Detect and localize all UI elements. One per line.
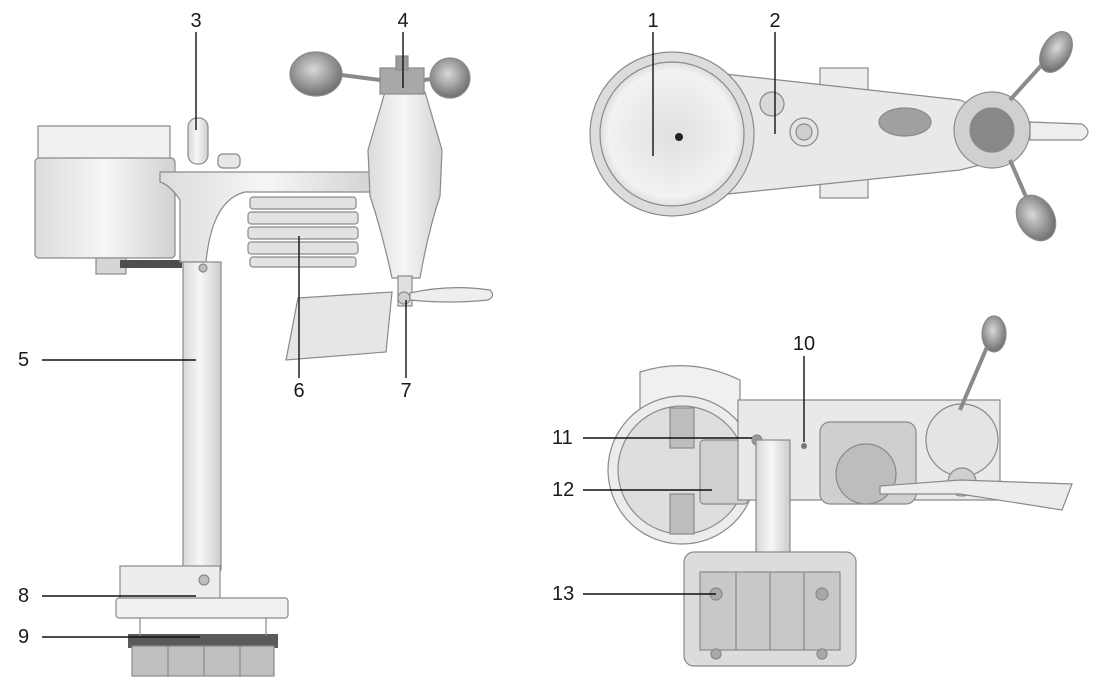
callout-6: 6 (293, 380, 305, 402)
rain-funnel (599, 61, 745, 207)
anemometer-cups (289, 51, 471, 99)
callout-1: 1 (647, 10, 659, 32)
bottom-vane (879, 479, 1073, 511)
anemometer-hub (379, 67, 425, 95)
leader-lines (42, 32, 805, 638)
callout-3: 3 (190, 10, 202, 32)
callout-9: 9 (18, 626, 30, 648)
bottom-anemometer (925, 403, 999, 477)
callout-7: 7 (400, 380, 412, 402)
mounting-pole (182, 261, 222, 571)
rain-collector (34, 125, 182, 275)
callout-8: 8 (18, 585, 30, 607)
wind-sensor-housing (367, 91, 443, 279)
mounting-base (115, 565, 289, 677)
bubble-level (187, 117, 209, 165)
bottom-pole (755, 439, 791, 557)
bottom-view (607, 315, 1073, 667)
callout-5: 5 (18, 349, 30, 371)
callout-2: 2 (769, 10, 781, 32)
wind-vane (285, 275, 494, 361)
callout-4: 4 (397, 10, 409, 32)
callout-13: 13 (552, 583, 575, 605)
top-knob (217, 153, 241, 169)
callout-10: 10 (792, 333, 816, 355)
reset-hole (801, 443, 807, 449)
top-view (589, 31, 1089, 242)
top-bubble-level (759, 91, 785, 117)
callout-12: 12 (552, 479, 575, 501)
callout-11: 11 (552, 427, 573, 449)
side-view (34, 51, 494, 677)
thermo-hygro-shield (247, 196, 359, 268)
